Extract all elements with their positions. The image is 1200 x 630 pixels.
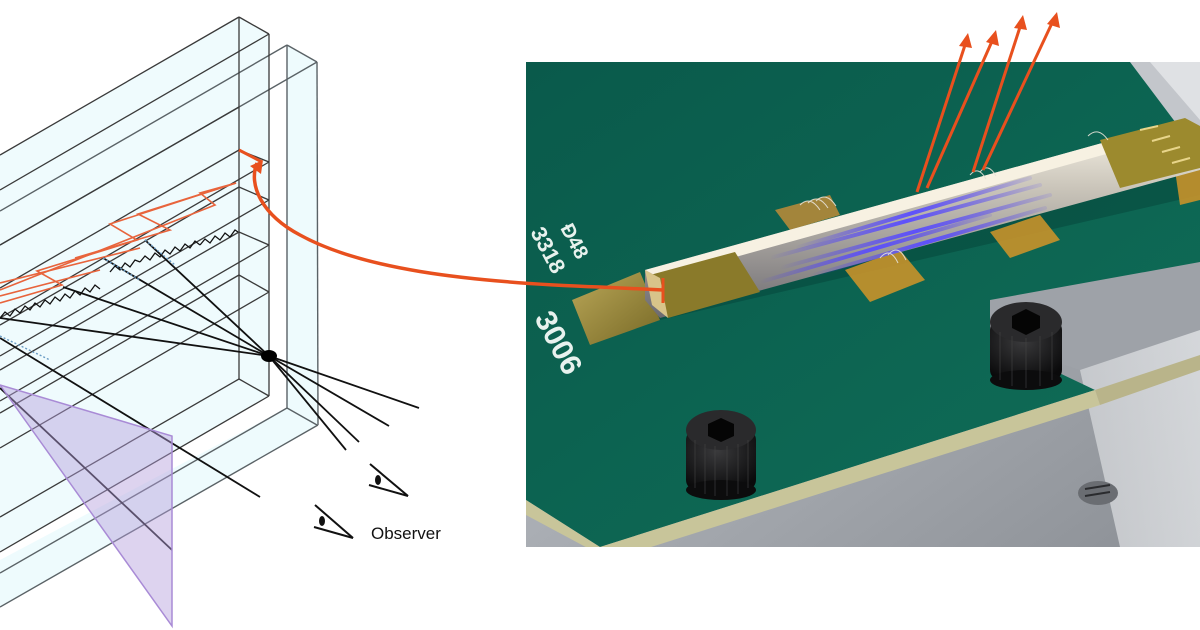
focal-point: [261, 350, 277, 362]
observer-label: Observer: [371, 524, 441, 543]
emission-arrows: [915, 12, 1060, 193]
schematic-panel: Observer: [0, 16, 441, 629]
hex-screw: [990, 302, 1062, 390]
device-photo: 3318 Ð48 3006: [526, 62, 1200, 547]
blue-emission: [758, 176, 1052, 284]
eye-icon: [368, 463, 409, 497]
eye-icon: [313, 504, 354, 539]
guided-light-paths: [0, 182, 237, 304]
connector-arrow: [238, 148, 665, 303]
projection-triangle: [0, 384, 173, 629]
emitted-rays: [0, 239, 420, 551]
hex-screw: [686, 410, 756, 500]
slab-2: [0, 45, 318, 607]
grating-coupler: [0, 284, 101, 319]
